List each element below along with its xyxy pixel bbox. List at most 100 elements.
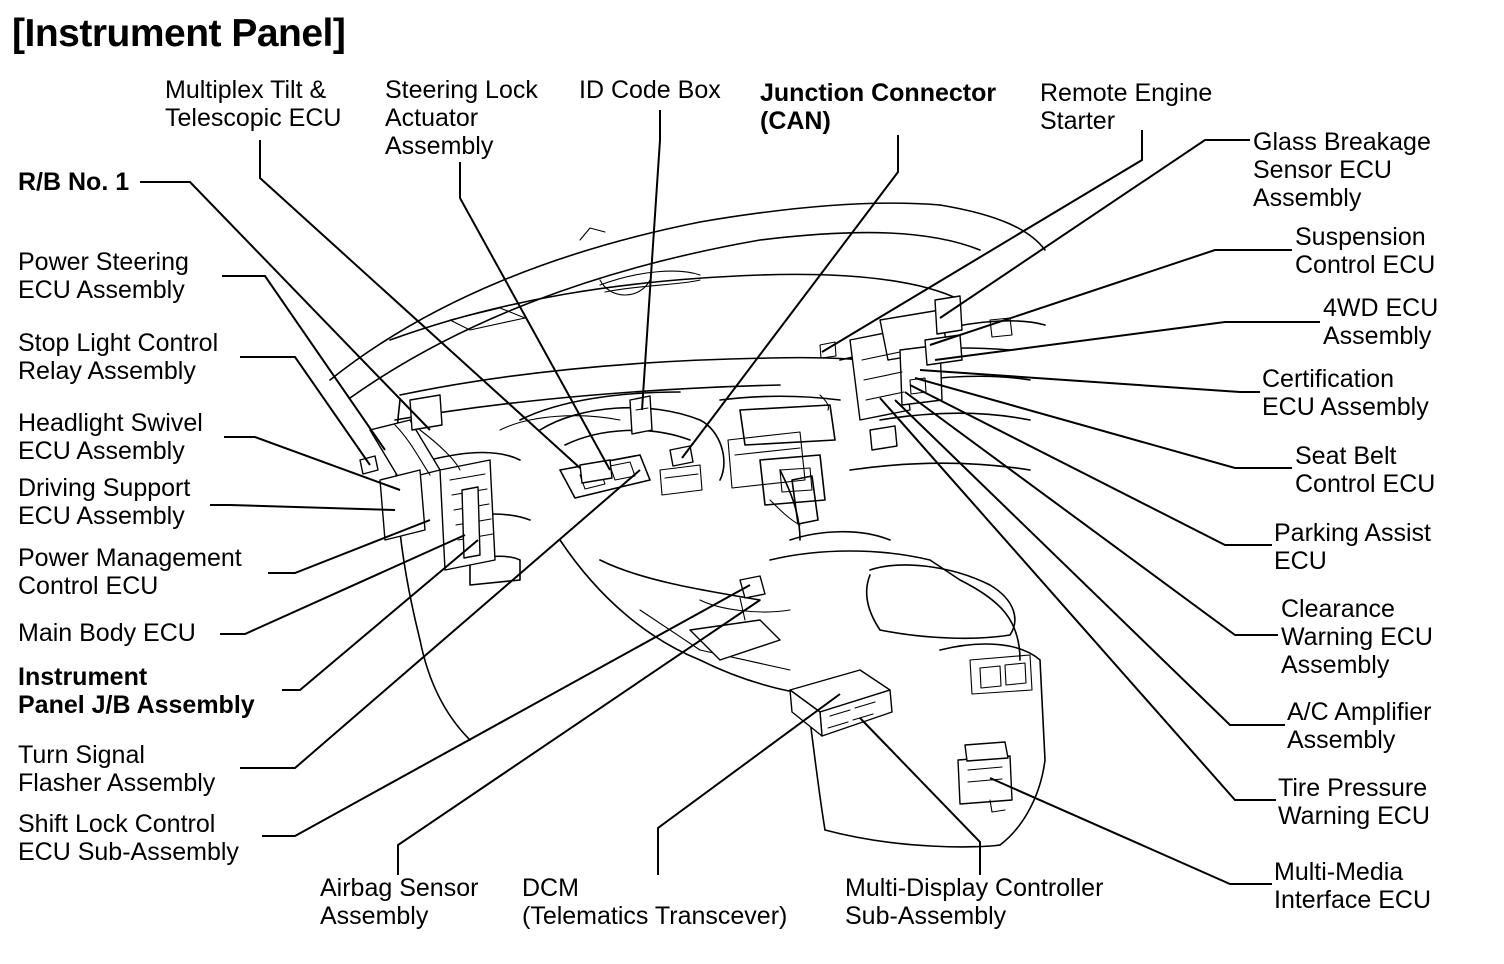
leader-rb-no1: [140, 181, 431, 431]
label-line: Warning ECU: [1278, 802, 1430, 830]
label-line: Assembly: [320, 902, 429, 930]
label-line: Power Management: [18, 544, 242, 572]
label-line: Starter: [1040, 107, 1116, 135]
leader-id-code-box: [641, 110, 661, 411]
leader-glass-breakage: [939, 139, 1250, 319]
label-line: Turn Signal: [18, 741, 145, 769]
label-certification: Certification ECU Assembly: [1262, 365, 1429, 421]
label-multimedia: Multi-Media Interface ECU: [1274, 858, 1431, 914]
leader-4wd: [934, 321, 1320, 361]
label-line: Control ECU: [18, 572, 159, 600]
leader-lines: [140, 110, 1320, 885]
label-steering-lock: Steering Lock Actuator Assembly: [385, 76, 538, 160]
label-remote-engine: Remote Engine Starter: [1040, 79, 1212, 135]
leader-airbag-sensor: [397, 599, 761, 875]
label-turn-signal: Turn Signal Flasher Assembly: [18, 741, 215, 797]
label-line: Airbag Sensor: [320, 874, 479, 902]
label-line: ECU Assembly: [18, 276, 185, 304]
label-line: Multiplex Tilt &: [165, 76, 327, 104]
label-line: Telescopic ECU: [165, 104, 342, 132]
label-airbag-sensor: Airbag Sensor Assembly: [320, 874, 478, 930]
label-stop-light: Stop Light Control Relay Assembly: [18, 329, 218, 385]
label-ac-amplifier: A/C Amplifier Assembly: [1287, 698, 1431, 754]
label-line: Driving Support: [18, 474, 191, 502]
leader-driving-support: [210, 504, 396, 511]
label-line: Tire Pressure: [1278, 774, 1428, 802]
label-line: Control ECU: [1295, 251, 1436, 279]
dashboard-drawing: [329, 202, 1046, 848]
label-line: DCM: [522, 874, 579, 902]
label-line: Suspension: [1295, 223, 1426, 251]
label-line: Warning ECU: [1281, 623, 1433, 651]
leader-multimedia: [989, 777, 1272, 885]
leader-seat-belt: [914, 377, 1292, 469]
leader-junction-connector: [681, 135, 899, 459]
label-main-body: Main Body ECU: [18, 619, 196, 647]
leader-dcm: [657, 693, 841, 875]
label-line: Flasher Assembly: [18, 769, 216, 797]
page-title: [Instrument Panel]: [12, 12, 346, 55]
label-line: Actuator: [385, 104, 479, 132]
leader-suspension: [929, 249, 1292, 346]
label-line: Headlight Swivel: [18, 409, 203, 437]
label-line: Control ECU: [1295, 470, 1436, 498]
label-line: ID Code Box: [579, 76, 721, 104]
label-line: Glass Breakage: [1253, 128, 1431, 156]
leader-parking-assist: [909, 384, 1272, 546]
label-id-code-box: ID Code Box: [579, 76, 721, 104]
label-line: ECU Assembly: [18, 437, 185, 465]
label-line: Assembly: [1281, 651, 1390, 679]
leader-shift-lock: [262, 584, 751, 837]
label-line: Assembly: [1323, 322, 1432, 350]
leader-stop-light: [240, 356, 371, 466]
leader-ac-amplifier: [894, 399, 1285, 726]
label-line: Sensor ECU: [1253, 156, 1392, 184]
label-line: Multi-Media: [1274, 858, 1404, 886]
leader-tire-pressure: [879, 397, 1276, 801]
label-line: ECU Assembly: [1262, 393, 1429, 421]
label-line: R/B No. 1: [18, 168, 130, 196]
label-line: Sub-Assembly: [845, 902, 1007, 930]
label-line: Parking Assist: [1274, 519, 1432, 547]
label-line: Clearance: [1281, 595, 1395, 623]
label-line: Seat Belt: [1295, 442, 1397, 470]
leader-multiplex-tilt: [259, 140, 581, 469]
label-line: Assembly: [1287, 726, 1396, 754]
label-tire-pressure: Tire Pressure Warning ECU: [1278, 774, 1430, 830]
label-shift-lock: Shift Lock Control ECU Sub-Assembly: [18, 810, 239, 866]
label-dcm: DCM (Telematics Transcever): [522, 874, 787, 930]
label-line: Power Steering: [18, 248, 189, 276]
leader-power-steering: [222, 275, 386, 451]
label-line: ECU Sub-Assembly: [18, 838, 239, 866]
label-line: Main Body ECU: [18, 619, 196, 647]
label-line: (CAN): [760, 107, 831, 135]
leader-main-body: [220, 534, 466, 635]
label-parking-assist: Parking Assist ECU: [1274, 519, 1431, 575]
label-line: Interface ECU: [1274, 886, 1432, 914]
leader-power-management: [268, 519, 431, 574]
label-junction-connector: Junction Connector (CAN): [760, 79, 996, 135]
label-line: Relay Assembly: [18, 357, 196, 385]
label-line: A/C Amplifier: [1287, 698, 1432, 726]
label-headlight-swivel: Headlight Swivel ECU Assembly: [18, 409, 203, 465]
label-line: Instrument: [18, 663, 148, 691]
label-rb-no1: R/B No. 1: [18, 168, 129, 196]
label-line: ECU Assembly: [18, 502, 185, 530]
label-glass-breakage: Glass Breakage Sensor ECU Assembly: [1253, 128, 1431, 212]
label-instrument-jb: Instrument Panel J/B Assembly: [18, 663, 255, 719]
label-line: Assembly: [1253, 184, 1362, 212]
leader-multi-display: [859, 717, 981, 875]
label-multiplex-tilt: Multiplex Tilt & Telescopic ECU: [165, 76, 341, 132]
leader-steering-lock: [459, 162, 611, 471]
label-line: 4WD ECU: [1323, 294, 1439, 322]
label-line: Junction Connector: [760, 79, 997, 107]
label-multi-display: Multi-Display Controller Sub-Assembly: [845, 874, 1103, 930]
label-power-management: Power Management Control ECU: [18, 544, 242, 600]
leader-remote-engine: [821, 130, 1143, 353]
leader-instrument-jb: [282, 539, 479, 691]
label-suspension: Suspension Control ECU: [1295, 223, 1435, 279]
leader-clearance-warning: [904, 391, 1278, 636]
label-seat-belt: Seat Belt Control ECU: [1295, 442, 1435, 498]
